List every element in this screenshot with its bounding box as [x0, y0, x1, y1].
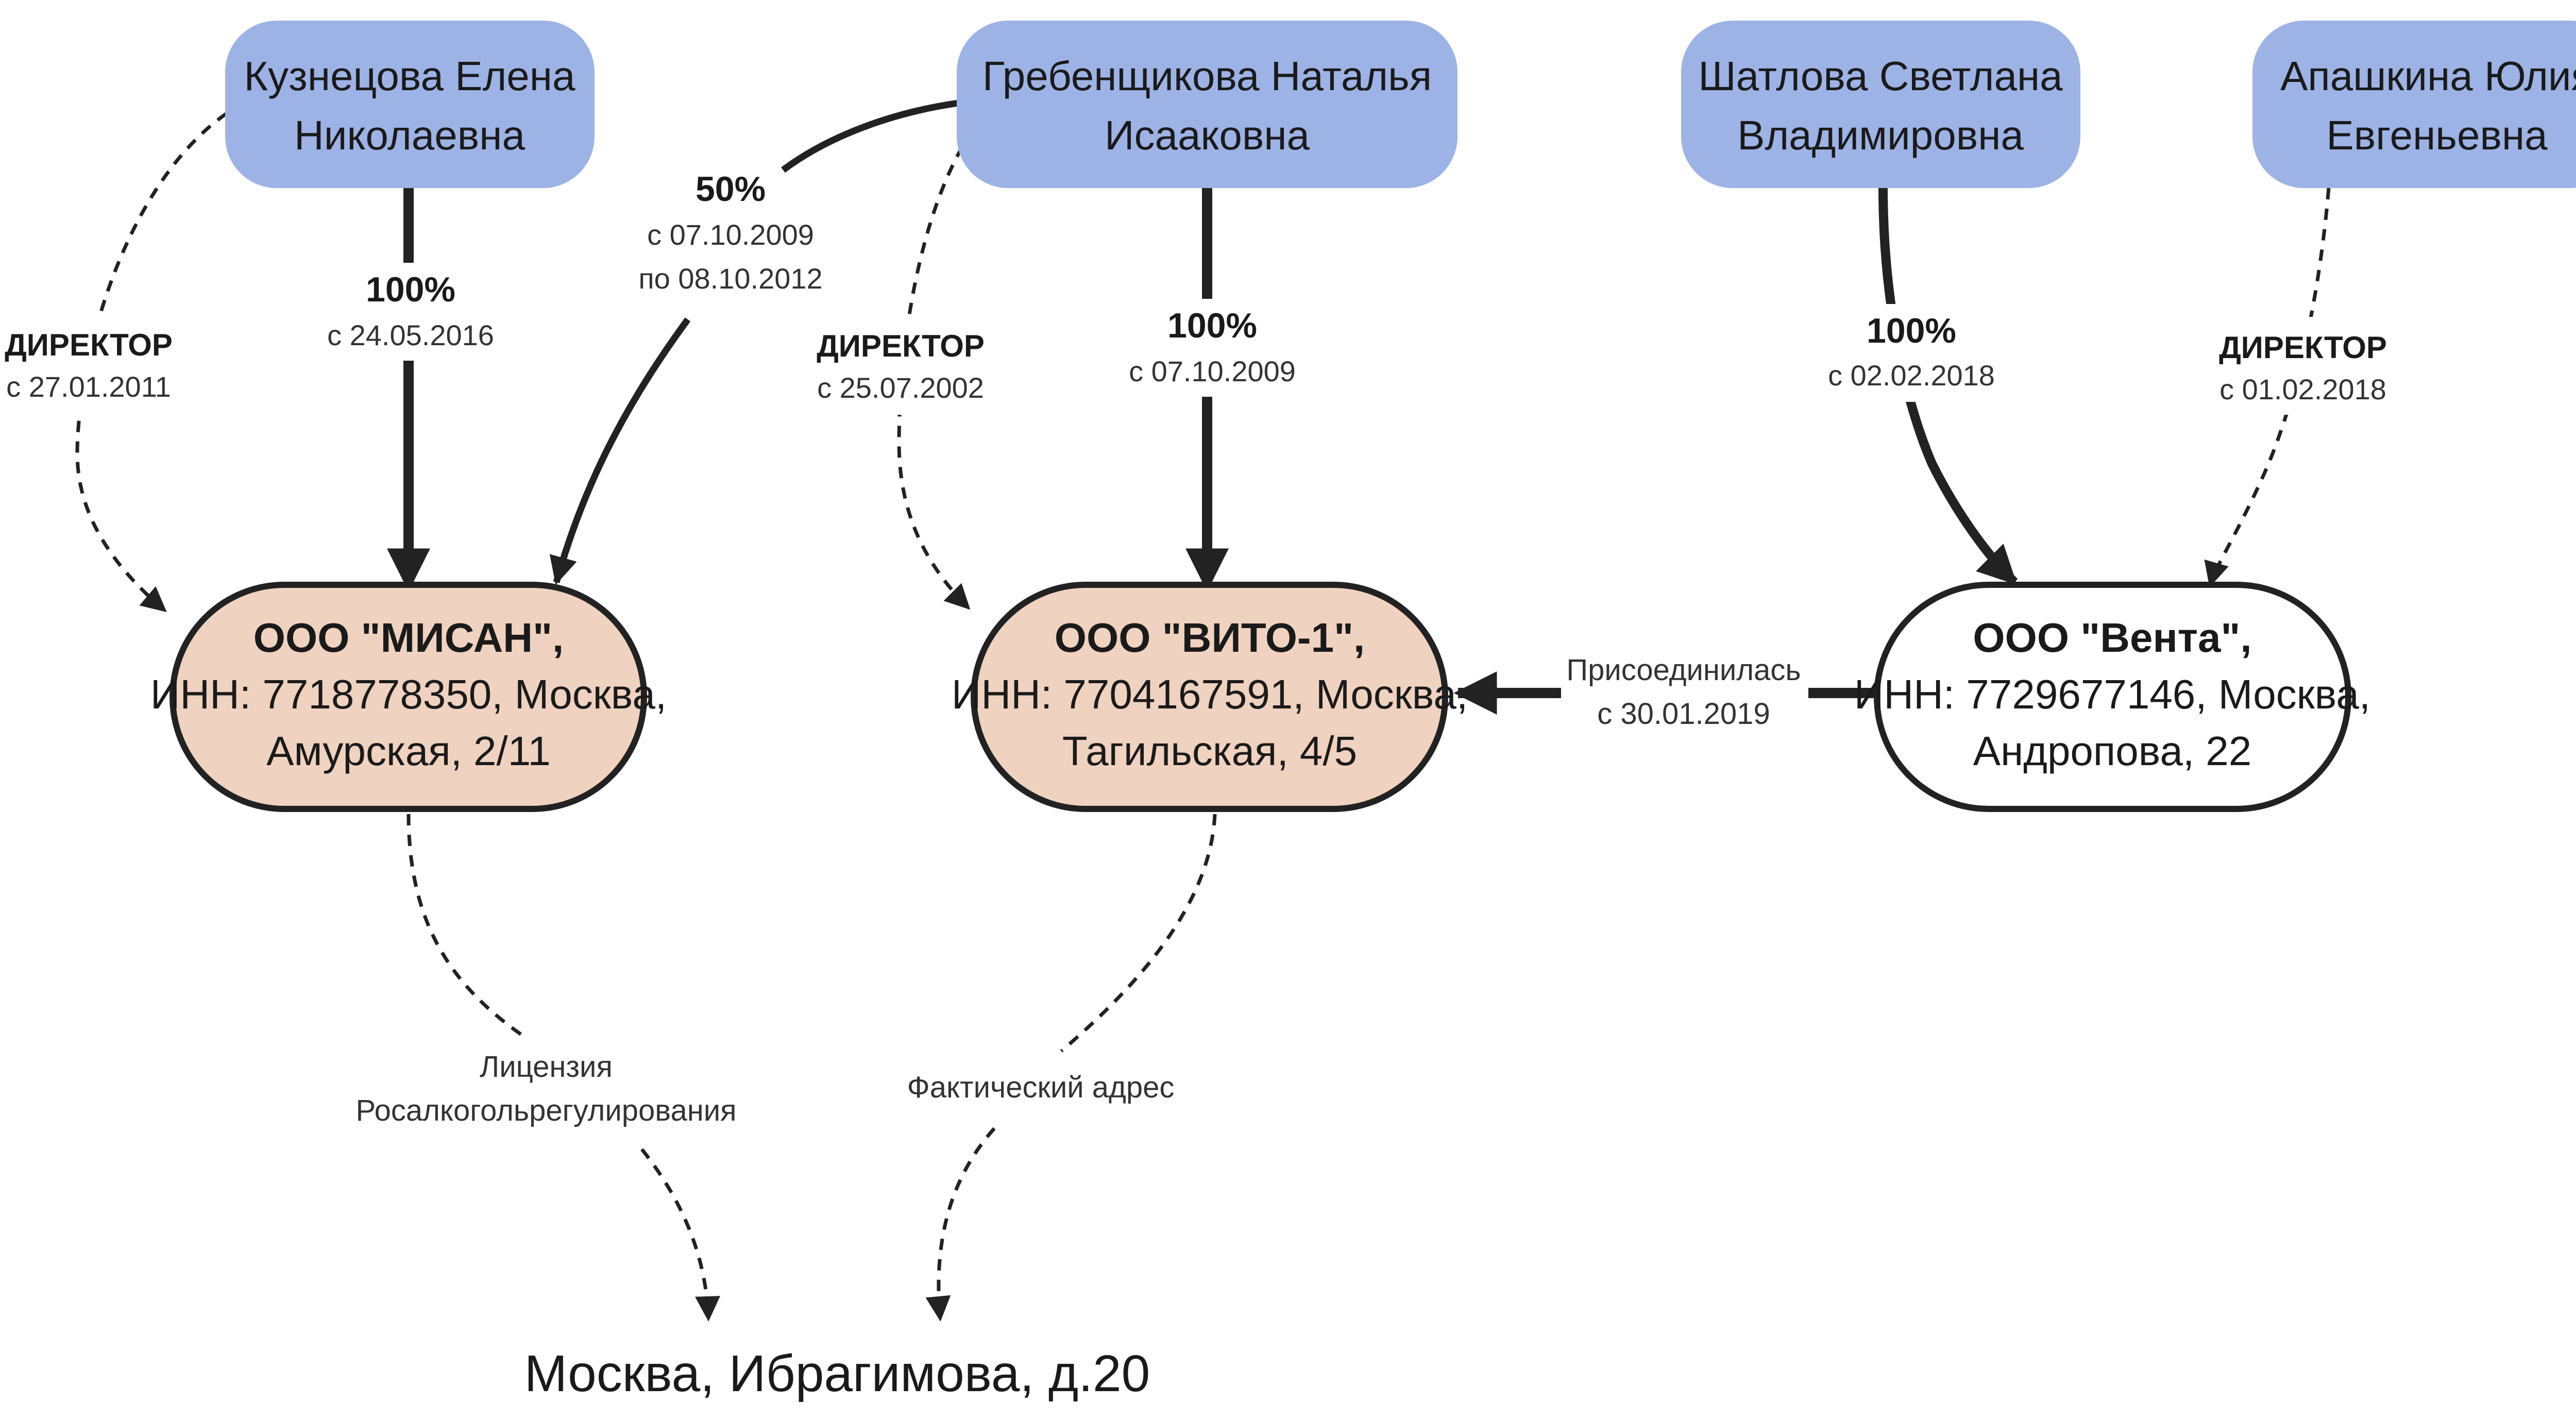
edge-vito-address — [939, 814, 1217, 1319]
edge-merge-date-label: с 30.01.2019 — [1597, 697, 1770, 731]
edge-misan-address — [406, 814, 708, 1319]
person-name-line2: Николаевна — [294, 112, 525, 158]
company-node-vito[interactable]: ООО "ВИТО-1", ИНН: 7704167591, Москва, Т… — [952, 582, 1468, 812]
company-name: ООО "МИСАН", — [253, 615, 564, 661]
company-node-bg — [170, 582, 647, 812]
edge-role-label: ДИРЕКТОР — [5, 328, 173, 362]
label-bg — [330, 263, 489, 361]
company-name: ООО "ВИТО-1", — [1055, 615, 1365, 661]
label-bg — [896, 1061, 1185, 1123]
company-inn-city: ИНН: 7729677146, Москва, — [1854, 671, 2370, 717]
company-node-venta[interactable]: ООО "Вента", ИНН: 7729677146, Москва, Ан… — [1854, 582, 2370, 812]
person-node-kuznetsova[interactable]: Кузнецова Елена Николаевна — [225, 21, 595, 188]
edge-date-label: с 07.10.2009 — [647, 218, 814, 251]
person-node-bg — [957, 21, 1458, 188]
edge-date-label: с 25.07.2002 — [817, 371, 984, 404]
label-bg — [819, 317, 979, 415]
edge-license-issuer-label: Росалкогольрегулирования — [355, 1094, 736, 1127]
label-bg — [1832, 304, 1991, 402]
person-name-line1: Шатлова Светлана — [1698, 53, 2063, 99]
edge-role-label: ДИРЕКТОР — [817, 329, 985, 363]
person-node-grebenshchikova[interactable]: Гребенщикова Наталья Исааковна — [957, 21, 1458, 188]
address-node[interactable]: Москва, Ибрагимова, д.20 — [524, 1345, 1150, 1402]
edge-kuznetsova-misan-director — [75, 112, 228, 613]
person-name-line2: Владимировна — [1737, 112, 2024, 158]
edge-share-label: 100% — [1167, 306, 1257, 345]
edge-merge-label: Присоединилась — [1566, 653, 1801, 687]
company-name: ООО "Вента", — [1973, 615, 2251, 661]
edge-date-end-label: по 08.10.2012 — [638, 262, 822, 295]
company-street: Андропова, 22 — [1973, 728, 2252, 774]
person-name-line2: Евгеньевна — [2326, 112, 2548, 158]
person-name-line1: Гребенщикова Наталья — [982, 53, 1432, 99]
company-inn-city: ИНН: 7704167591, Москва, — [952, 671, 1468, 717]
edge-grebenshchikova-misan-owner — [556, 99, 959, 582]
edge-share-label: 50% — [696, 170, 766, 209]
person-node-apashkina[interactable]: Апашкина Юлия Евгеньевна — [2252, 21, 2576, 188]
person-name-line1: Апашкина Юлия — [2280, 53, 2576, 99]
edge-shatlova-venta-owner — [1878, 188, 2018, 586]
person-node-shatlova[interactable]: Шатлова Светлана Владимировна — [1681, 21, 2080, 188]
edge-share-label: 100% — [1867, 311, 1956, 350]
edge-date-label: с 24.05.2016 — [327, 319, 494, 351]
label-bg — [2226, 317, 2385, 415]
edge-role-label: ДИРЕКТОР — [2219, 330, 2387, 365]
company-node-bg — [1874, 582, 2351, 812]
company-inn-city: ИНН: 7718778350, Москва, — [150, 671, 667, 717]
edge-license-label: Лицензия — [480, 1050, 613, 1084]
edge-date-label: с 01.02.2018 — [2219, 373, 2386, 405]
edge-date-label: с 27.01.2011 — [6, 370, 171, 403]
edge-share-label: 100% — [366, 270, 455, 309]
company-node-bg — [971, 582, 1448, 812]
person-name-line2: Исааковна — [1105, 112, 1310, 158]
label-bg — [1128, 299, 1288, 397]
company-node-misan[interactable]: ООО "МИСАН", ИНН: 7718778350, Москва, Ам… — [150, 582, 667, 812]
company-street: Амурская, 2/11 — [266, 728, 551, 774]
label-bg — [10, 314, 165, 412]
edge-actual-address-label: Фактический адрес — [907, 1071, 1175, 1104]
person-node-bg — [225, 21, 595, 188]
edge-apashkina-venta-director — [2204, 188, 2331, 587]
label-bg — [350, 1036, 752, 1144]
person-node-bg — [1681, 21, 2080, 188]
company-street: Тагильская, 4/5 — [1062, 728, 1357, 774]
person-node-bg — [2252, 21, 2576, 188]
edge-date-label: с 02.02.2018 — [1828, 359, 1995, 392]
edge-date-label: с 07.10.2009 — [1129, 355, 1296, 387]
person-name-line1: Кузнецова Елена — [244, 53, 575, 99]
